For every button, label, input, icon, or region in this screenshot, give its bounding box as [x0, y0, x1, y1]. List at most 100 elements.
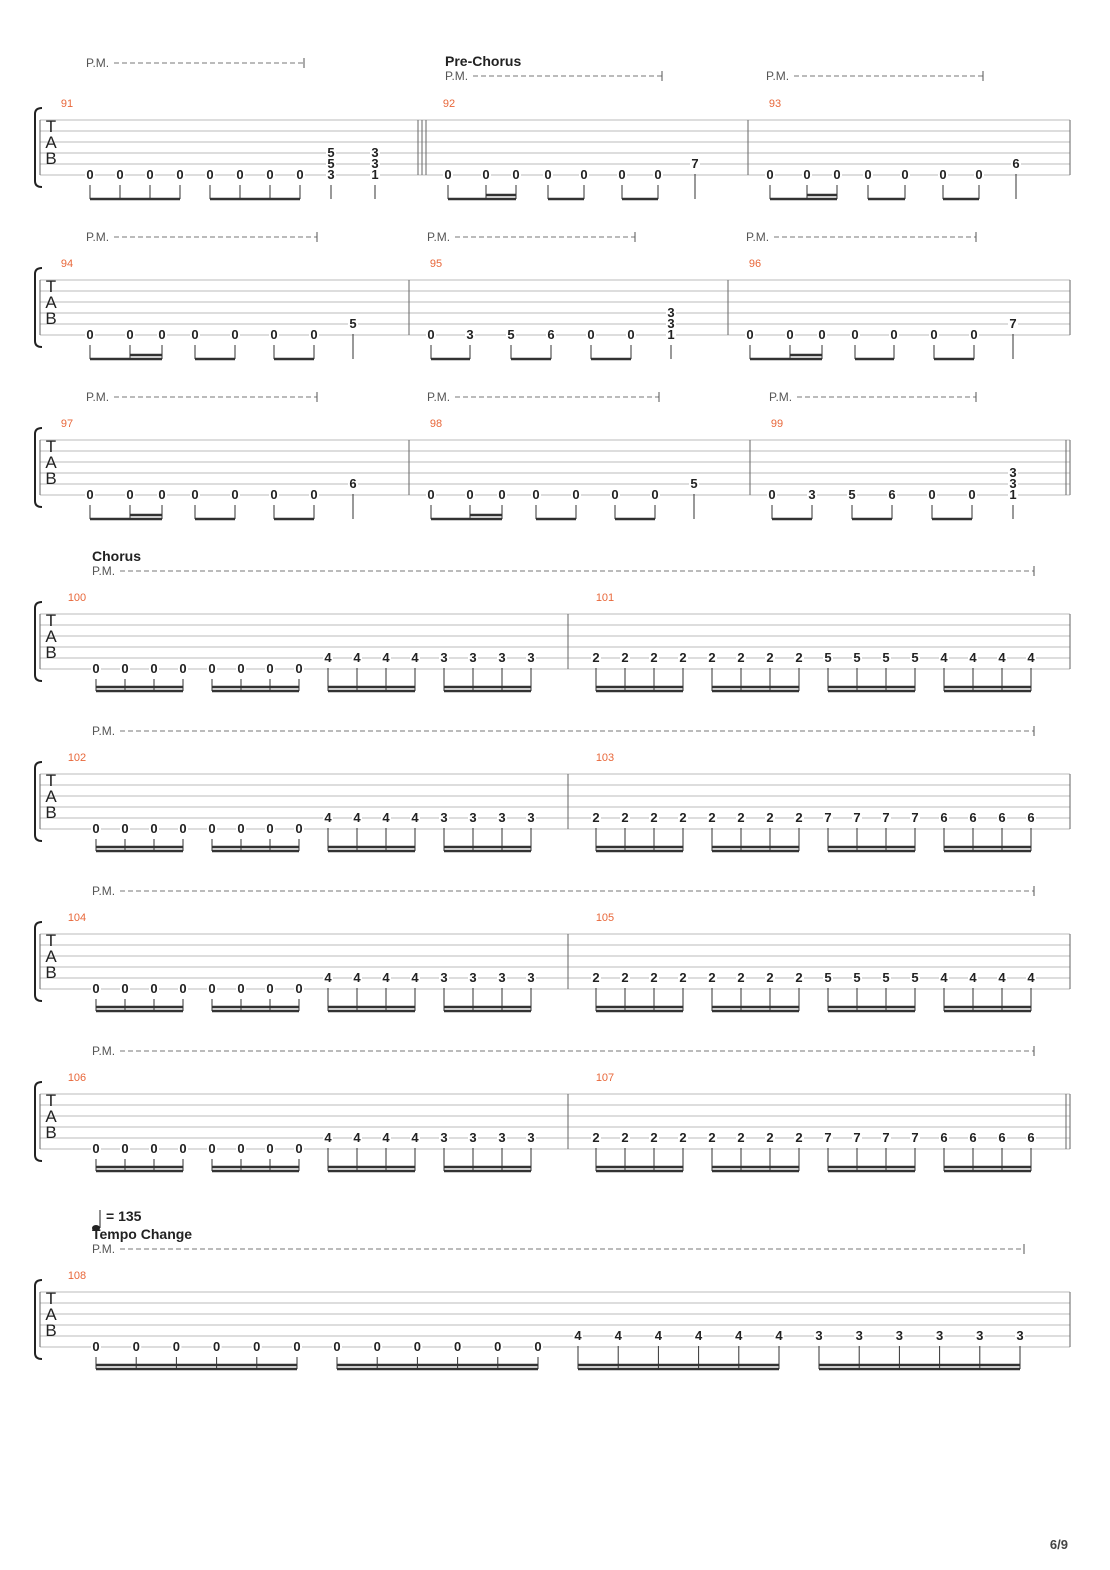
fret-number: 4: [998, 650, 1006, 665]
fret-background: [85, 169, 95, 181]
fret-number: 1: [371, 167, 378, 182]
fret-number: 0: [928, 487, 935, 502]
fret-number: 3: [808, 487, 815, 502]
fret-number: 3: [527, 1130, 534, 1145]
system-bracket: [34, 601, 43, 682]
fret-number: 2: [708, 650, 715, 665]
fret-background: [586, 329, 596, 341]
fret-number: 5: [824, 970, 831, 985]
fret-number: 1: [667, 327, 674, 342]
fret-number: 0: [532, 487, 539, 502]
fret-background: [794, 1132, 804, 1144]
fret-background: [91, 1143, 101, 1155]
fret-number: 4: [1027, 970, 1035, 985]
fret-background: [91, 823, 101, 835]
fret-background: [653, 1330, 664, 1342]
measure-number: 92: [443, 98, 455, 110]
tab-clef-letter: A: [45, 627, 57, 646]
fret-number: 4: [353, 810, 361, 825]
fret-number: 2: [737, 650, 744, 665]
fret-background: [439, 972, 449, 984]
tab-clef-letter: B: [45, 149, 56, 168]
tab-clef-letter: T: [46, 771, 56, 790]
fret-number: 4: [998, 970, 1006, 985]
fret-background: [900, 169, 910, 181]
fret-background: [573, 1330, 583, 1342]
measure-number: 107: [596, 1072, 614, 1084]
fret-background: [807, 489, 817, 501]
fret-number: 2: [795, 810, 802, 825]
fret-background: [149, 823, 159, 835]
fret-background: [511, 169, 521, 181]
fret-background: [910, 812, 920, 824]
fret-background: [149, 1143, 159, 1155]
fret-number: 2: [621, 650, 628, 665]
fret-background: [352, 1132, 362, 1144]
fret-number: 2: [592, 970, 599, 985]
fret-number: 4: [324, 970, 332, 985]
fret-background: [997, 652, 1007, 664]
fret-background: [1008, 318, 1018, 330]
fret-number: 3: [371, 156, 378, 171]
fret-background: [546, 329, 556, 341]
tab-clef-letter: T: [46, 117, 56, 136]
fret-background: [85, 329, 95, 341]
fret-number: 4: [353, 970, 361, 985]
fret-number: 3: [498, 1130, 505, 1145]
fret-background: [689, 478, 699, 490]
fret-number: 7: [691, 156, 698, 171]
fret-background: [852, 1132, 862, 1144]
fret-background: [412, 1341, 423, 1353]
fret-background: [125, 489, 135, 501]
fret-background: [968, 972, 978, 984]
fret-number: 0: [237, 821, 244, 836]
palm-mute-label: P.M.: [86, 390, 109, 404]
fret-background: [939, 812, 949, 824]
fret-number: 0: [237, 981, 244, 996]
fret-number: 3: [327, 167, 334, 182]
fret-number: 0: [191, 487, 198, 502]
fret-background: [881, 812, 891, 824]
fret-background: [348, 318, 358, 330]
tab-clef-letter: B: [45, 643, 56, 662]
fret-background: [309, 329, 319, 341]
measure-number: 101: [596, 592, 614, 604]
fret-number: 2: [650, 650, 657, 665]
fret-number: 0: [266, 661, 273, 676]
fret-background: [443, 169, 453, 181]
fret-background: [230, 329, 240, 341]
fret-background: [765, 169, 775, 181]
fret-background: [852, 972, 862, 984]
fret-background: [666, 318, 676, 330]
fret-background: [326, 169, 336, 181]
fret-background: [236, 1143, 246, 1155]
tempo-change-title: Tempo Change: [92, 1226, 192, 1242]
fret-background: [323, 1132, 333, 1144]
fret-background: [526, 972, 536, 984]
fret-background: [381, 1132, 391, 1144]
fret-number: 4: [382, 1130, 390, 1145]
fret-background: [736, 812, 746, 824]
fret-background: [579, 169, 589, 181]
fret-number: 7: [882, 810, 889, 825]
fret-number: 2: [708, 1130, 715, 1145]
fret-background: [157, 489, 167, 501]
fret-background: [309, 489, 319, 501]
fret-number: 0: [179, 1141, 186, 1156]
fret-background: [251, 1341, 262, 1353]
fret-number: 0: [92, 1141, 99, 1156]
fret-background: [910, 652, 920, 664]
fret-background: [497, 489, 507, 501]
fret-background: [794, 972, 804, 984]
fret-number: 4: [382, 810, 390, 825]
fret-number: 2: [650, 1130, 657, 1145]
fret-background: [468, 652, 478, 664]
fret-number: 4: [324, 810, 332, 825]
fret-background: [967, 489, 977, 501]
fret-number: 2: [766, 970, 773, 985]
fret-background: [426, 489, 436, 501]
fret-background: [370, 169, 380, 181]
fret-background: [736, 972, 746, 984]
fret-background: [439, 812, 449, 824]
